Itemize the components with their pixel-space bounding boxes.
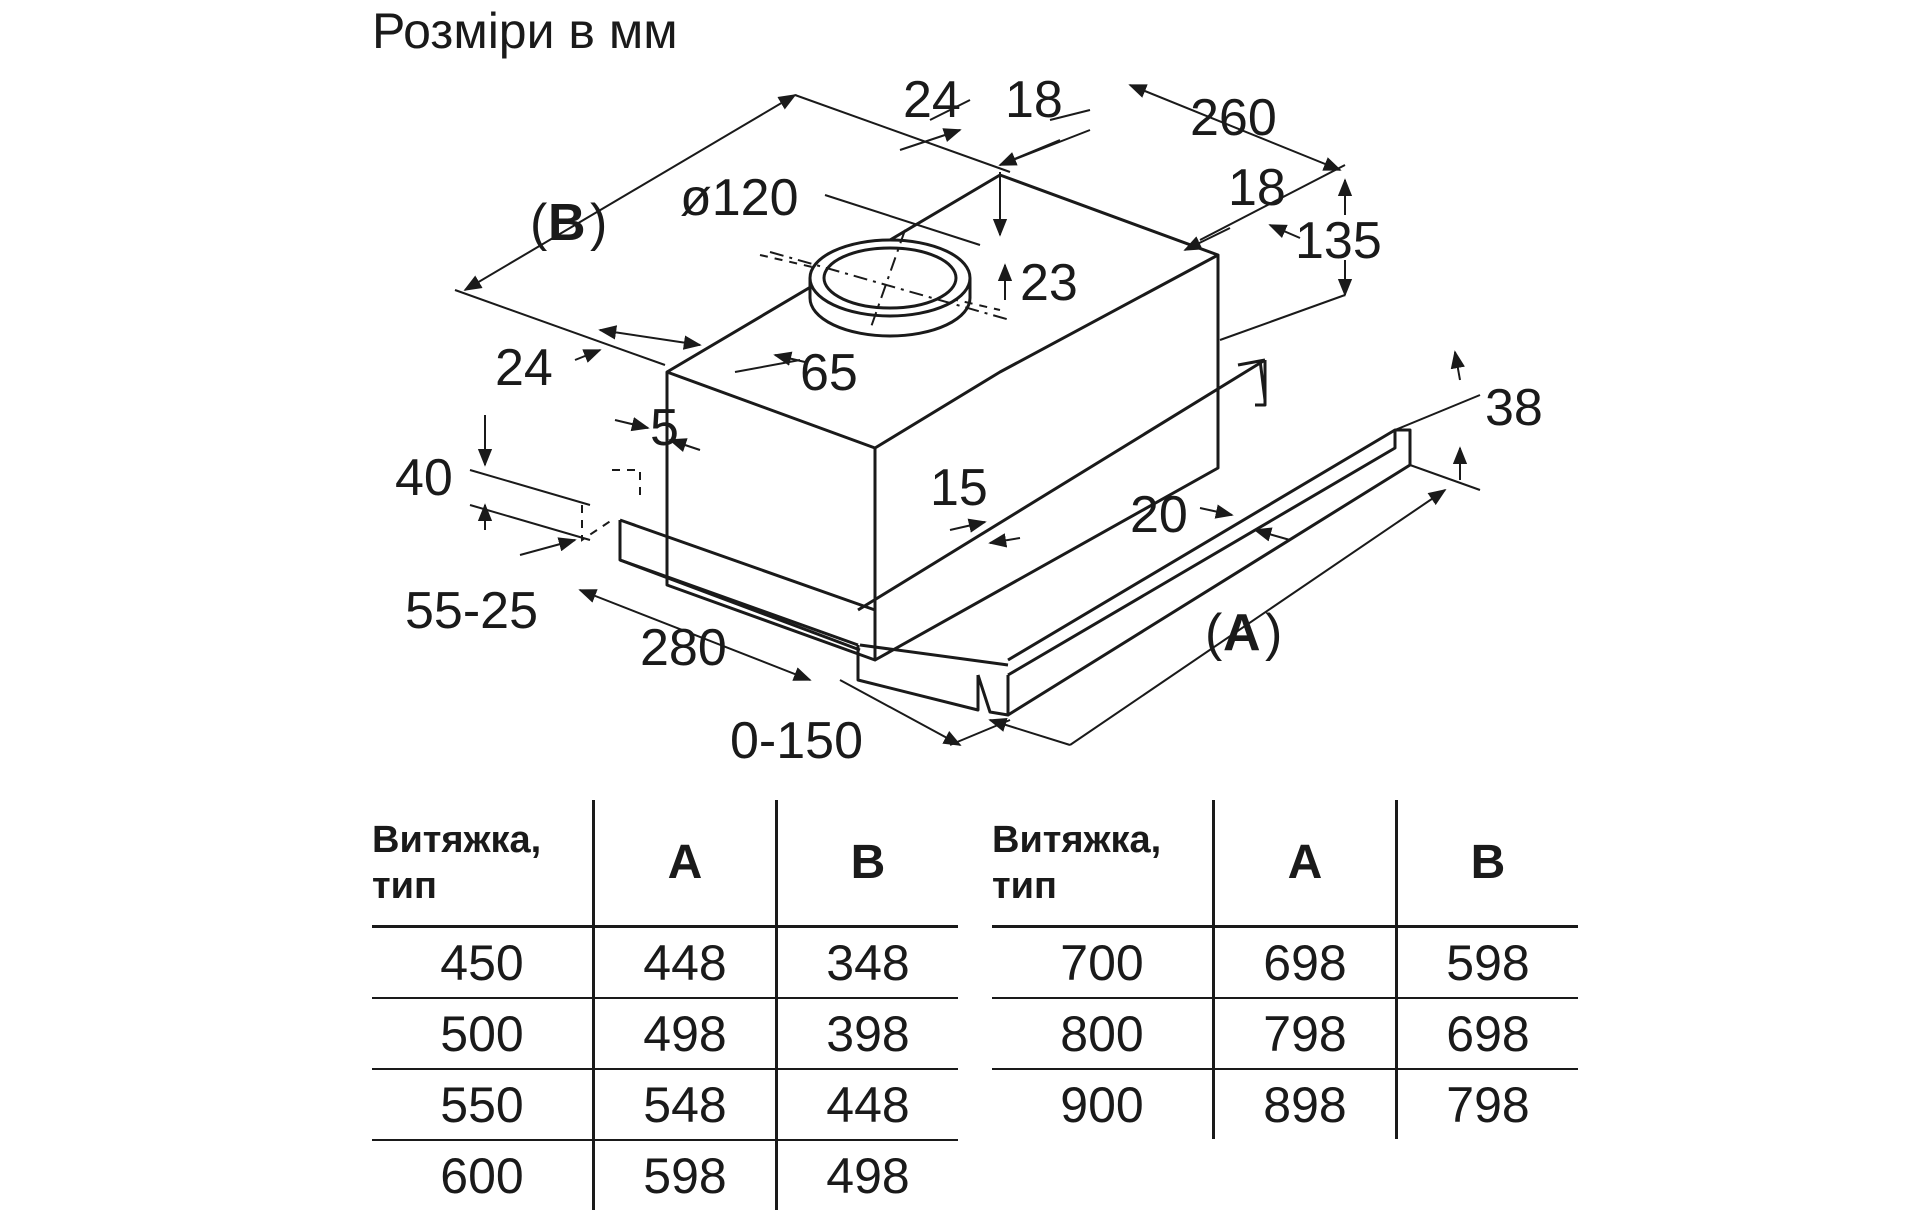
cell-type: 700 [1060, 934, 1144, 991]
dim-18-right: 18 [1228, 159, 1286, 217]
label-a-close: ) [1265, 604, 1282, 662]
header-type-line1: Витяжка, [992, 818, 1162, 861]
header-type-line1: Витяжка, [372, 818, 542, 861]
label-b-close: ) [590, 194, 607, 252]
header-a: A [592, 800, 777, 927]
size-table-right: Витяжка, тип A B 700 698 598 800 798 698… [992, 800, 1578, 1139]
dim-24-top: 24 [903, 71, 961, 129]
table-row: 450 448 348 [372, 926, 958, 998]
cell-b: 698 [1395, 998, 1578, 1069]
duct-axis-line [769, 251, 1011, 321]
label-a-letter: A [1223, 604, 1261, 662]
dim-diameter-120: ø120 [680, 169, 799, 227]
header-b: B [1395, 800, 1578, 927]
header-type: Витяжка, тип [992, 800, 1214, 927]
cell-a: 698 [1212, 926, 1397, 998]
label-b-open: ( [530, 194, 548, 252]
header-type: Витяжка, тип [372, 800, 594, 927]
table-row: 600 598 498 [372, 1140, 958, 1210]
dim-65: 65 [800, 344, 858, 402]
cell-type: 500 [440, 1005, 524, 1062]
cell-type: 550 [440, 1076, 524, 1133]
cell-type: 600 [440, 1147, 524, 1204]
dim-38: 38 [1485, 379, 1543, 437]
table-row: 900 898 798 [992, 1069, 1578, 1139]
dim-55-25: 55-25 [405, 582, 538, 640]
cell-a: 798 [1212, 998, 1397, 1069]
page-title: Розміри в мм [372, 3, 678, 59]
dim-0-150: 0-150 [730, 712, 863, 770]
cell-b: 348 [775, 926, 958, 998]
cell-a: 548 [592, 1069, 777, 1140]
table-row: 500 498 398 [372, 998, 958, 1069]
label-a-open: ( [1205, 604, 1223, 662]
cell-b: 398 [775, 998, 958, 1069]
header-type-line2: тип [992, 864, 1057, 907]
dim-135: 135 [1295, 212, 1382, 270]
cell-type: 450 [440, 934, 524, 991]
cell-type: 800 [1060, 1005, 1144, 1062]
cell-a: 448 [592, 926, 777, 998]
hood-dimension-drawing: Розміри в мм [372, 3, 1543, 770]
duct-axis-line-2 [869, 229, 906, 331]
header-type-line2: тип [372, 864, 437, 907]
dim-18-top: 18 [1005, 71, 1063, 129]
header-b: B [775, 800, 958, 927]
cell-b: 598 [1395, 926, 1578, 998]
table-header-row: Витяжка, тип A B [372, 800, 958, 927]
label-b-letter: B [548, 194, 586, 252]
cell-a: 898 [1212, 1069, 1397, 1139]
cell-a: 598 [592, 1140, 777, 1210]
dim-24-left: 24 [495, 339, 553, 397]
dim-5: 5 [650, 399, 679, 457]
table-header-row: Витяжка, тип A B [992, 800, 1578, 927]
dim-20: 20 [1130, 486, 1188, 544]
dim-260: 260 [1190, 89, 1277, 147]
dim-23: 23 [1020, 254, 1078, 312]
cell-b: 798 [1395, 1069, 1578, 1139]
label-A: ( A ) [1205, 604, 1282, 662]
cell-b: 448 [775, 1069, 958, 1140]
cell-a: 498 [592, 998, 777, 1069]
label-B: ( B ) [530, 194, 607, 252]
table-row: 550 548 448 [372, 1069, 958, 1140]
header-a: A [1212, 800, 1397, 927]
size-table-left: Витяжка, тип A B 450 448 348 500 498 398… [372, 800, 958, 1210]
dim-40: 40 [395, 449, 453, 507]
hood-body [618, 173, 1412, 717]
cell-type: 900 [1060, 1076, 1144, 1133]
dim-15: 15 [930, 459, 988, 517]
dimension-lines [454, 84, 1481, 746]
dim-280: 280 [640, 619, 727, 677]
table-row: 800 798 698 [992, 998, 1578, 1069]
cell-b: 498 [775, 1140, 958, 1210]
table-row: 700 698 598 [992, 926, 1578, 998]
